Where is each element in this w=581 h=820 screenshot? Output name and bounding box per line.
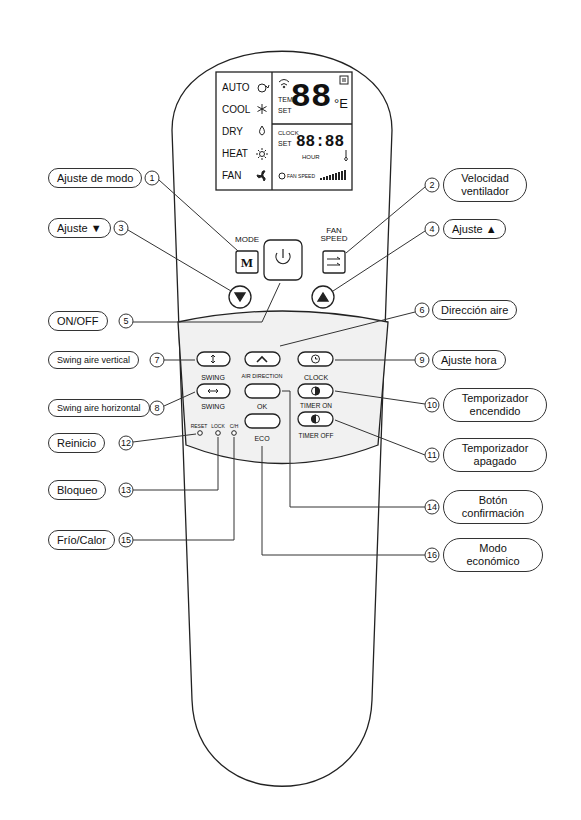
lcd-text: HOUR	[302, 154, 320, 160]
button-label: MODE	[235, 236, 259, 244]
callout-circles	[114, 171, 439, 562]
callout-text: Bloqueo	[57, 484, 97, 497]
callout-text: Swing aire vertical	[57, 355, 130, 365]
mode-indicator: DRY	[222, 127, 243, 137]
callout-text: Ajuste ▼	[57, 222, 102, 235]
callout-box: Swing aire horizontal	[48, 399, 150, 417]
callout-box: Velocidad ventilador	[443, 168, 527, 201]
button-label: RESET	[191, 424, 208, 429]
power-button	[264, 240, 302, 280]
fan-speed-button	[323, 251, 345, 273]
button-label: CLOCK	[304, 374, 328, 381]
mode-indicator: COOL	[222, 105, 250, 115]
mode-indicator: HEAT	[222, 149, 248, 159]
button-label: C/H	[230, 424, 239, 429]
callout-number: 12	[121, 439, 131, 448]
callout-number: 10	[427, 401, 437, 410]
callout-text: ON/OFF	[57, 315, 99, 328]
callout-text: Modo económico	[452, 542, 534, 567]
callout-box: Ajuste de modo	[48, 168, 142, 189]
callout-box: Ajuste hora	[432, 350, 506, 371]
callout-number: 16	[427, 551, 437, 560]
callout-text: Temporizador encendido	[452, 392, 538, 417]
panel-buttons	[197, 352, 333, 428]
up-button	[312, 286, 334, 308]
callout-box: Frío/Calor	[48, 530, 115, 551]
callout-number: 9	[419, 356, 424, 365]
lcd-text: SET	[278, 140, 292, 147]
callout-text: Velocidad ventilador	[452, 172, 518, 197]
callout-box: Swing aire vertical	[48, 351, 139, 369]
callout-number: 14	[427, 503, 437, 512]
callout-box: Temporizador apagado	[443, 438, 547, 471]
button-label: ECO	[254, 435, 269, 442]
callout-number: 8	[154, 404, 159, 413]
lcd-screen	[216, 72, 352, 190]
callout-number: 7	[154, 356, 159, 365]
callout-number: 1	[149, 174, 154, 183]
lcd-divider	[272, 123, 352, 124]
callout-text: Ajuste de modo	[57, 172, 133, 185]
callout-box: Ajuste ▼	[48, 218, 111, 239]
callout-box: Temporizador encendido	[443, 388, 547, 421]
callout-text: Ajuste ▲	[452, 223, 497, 236]
callout-number: 3	[118, 224, 123, 233]
callout-number: 6	[419, 306, 424, 315]
callout-text: Dirección aire	[441, 304, 508, 317]
leader-lines	[128, 180, 425, 555]
down-button	[229, 286, 251, 308]
lower-panel	[178, 311, 388, 464]
lcd-icons	[256, 76, 348, 181]
lcd-digits: 88	[291, 80, 332, 114]
lcd-digits: 88:88	[296, 134, 344, 150]
button-label: AIR DIRECTION	[242, 374, 283, 380]
callout-number: 13	[121, 486, 131, 495]
button-label: TIMER ON	[300, 403, 332, 410]
lcd-divider	[271, 72, 272, 190]
lcd-text: SET	[278, 107, 292, 114]
callout-number: 4	[429, 225, 434, 234]
callout-number: 15	[121, 536, 131, 545]
callout-box: Ajuste ▲	[443, 219, 506, 240]
button-glyph: M	[241, 256, 253, 269]
mode-indicator: AUTO	[222, 83, 250, 93]
lcd-text: FAN SPEED	[287, 174, 315, 179]
callout-text: Botón confirmación	[452, 494, 534, 519]
callout-number: 2	[429, 181, 434, 190]
fan-speed-bars	[320, 170, 346, 180]
lcd-unit: °E	[334, 97, 348, 110]
button-label: OK	[257, 403, 267, 410]
mode-button	[236, 251, 258, 273]
button-label: TIMER OFF	[298, 433, 333, 440]
lcd-text: CLOCK	[278, 130, 299, 136]
callout-box: Botón confirmación	[443, 490, 543, 523]
remote-body	[172, 51, 392, 786]
button-label: FAN SPEED	[319, 227, 349, 243]
callout-number: 11	[427, 451, 436, 460]
button-label: LOCK	[211, 424, 225, 429]
callout-text: Temporizador apagado	[452, 442, 538, 467]
callout-text: Ajuste hora	[441, 354, 497, 367]
callout-box: Reinicio	[48, 433, 105, 454]
callout-box: ON/OFF	[48, 311, 108, 332]
button-label: SWING	[201, 374, 225, 381]
callout-text: Frío/Calor	[57, 534, 106, 547]
callout-box: Bloqueo	[48, 480, 106, 501]
button-label: SWING	[201, 403, 225, 410]
callout-text: Swing aire horizontal	[57, 403, 141, 413]
callout-box: Dirección aire	[432, 300, 517, 321]
mode-indicator: FAN	[222, 171, 241, 181]
callout-box: Modo económico	[443, 538, 543, 571]
callout-number: 5	[123, 317, 128, 326]
callout-text: Reinicio	[57, 437, 96, 450]
